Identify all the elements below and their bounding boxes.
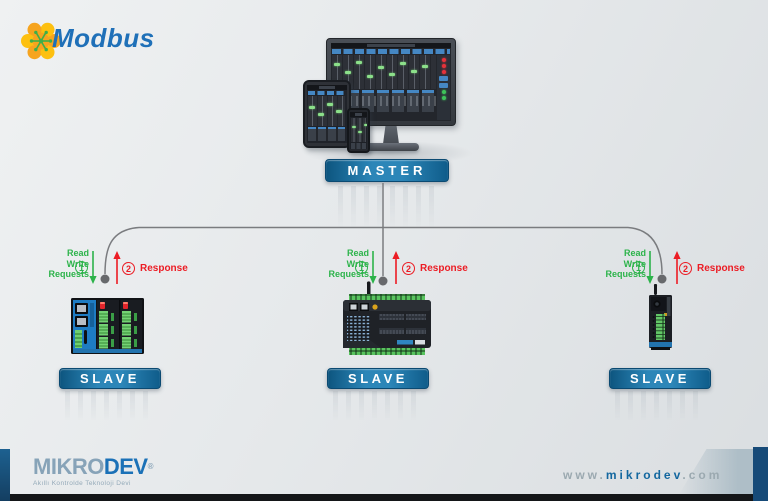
- footer-bottom-strip: [0, 494, 768, 501]
- response-step-badge: 2: [402, 262, 415, 275]
- slave-1-annotations: Read Write Requests 1 2 Response: [43, 248, 203, 290]
- fader-cap: [411, 70, 417, 73]
- mikrodev-wordmark: MIKRODEV®: [33, 454, 154, 479]
- rtu-device-illustration: [343, 281, 431, 355]
- screen-titlebar: [331, 43, 451, 48]
- fader-cap: [400, 62, 406, 65]
- fader-cap: [336, 110, 342, 113]
- website-domain: mikrodev: [605, 468, 683, 482]
- request-step-badge: 1: [355, 261, 368, 274]
- screen-tabs: [308, 91, 346, 95]
- request-step-badge: 1: [632, 261, 645, 274]
- request-step-badge: 1: [75, 261, 88, 274]
- tap-dot-1: [100, 274, 110, 284]
- red-led-icon: [441, 64, 446, 68]
- monitor-base: [363, 143, 419, 151]
- screen-channel-strips: [351, 143, 366, 149]
- screen-titlebar: [350, 112, 367, 117]
- screen-faders: [351, 118, 367, 142]
- footer-left-accent-bar: [0, 449, 10, 501]
- master-reflection: [338, 186, 436, 228]
- modbus-wordmark: Modbus: [52, 23, 155, 53]
- fader-cap: [345, 71, 351, 74]
- slave-3-label: SLAVE: [609, 368, 711, 389]
- tap-dot-3: [657, 274, 667, 284]
- tap-dot-2: [378, 276, 388, 286]
- fader-cap: [309, 106, 315, 109]
- modbus-logo: Modbus: [18, 14, 188, 66]
- fader-cap: [334, 63, 340, 66]
- mikrodev-word-part2: DEV: [103, 454, 148, 479]
- blue-button-icon: [439, 76, 448, 81]
- tablet: [303, 80, 351, 148]
- response-label: Response: [420, 263, 468, 274]
- master-label: MASTER: [325, 159, 449, 182]
- fader-cap: [318, 113, 324, 116]
- fader-cap: [389, 73, 395, 76]
- slave-label-text: SLAVE: [348, 371, 408, 386]
- slave-2-annotations: Read Write Requests 1 2 Response: [323, 248, 483, 290]
- plc-device-illustration: [71, 298, 144, 354]
- registered-mark: ®: [147, 462, 154, 471]
- modbus-flower-icon: [21, 22, 61, 60]
- website-prefix: www.: [563, 468, 606, 482]
- slave-2-label: SLAVE: [327, 368, 429, 389]
- modem-device-illustration: [649, 284, 672, 350]
- slave-1-label: SLAVE: [59, 368, 161, 389]
- slave-2-reflection: [333, 391, 423, 421]
- fader-cap: [367, 75, 373, 78]
- green-led-icon: [441, 90, 446, 94]
- request-arrows: [92, 251, 651, 277]
- screen-side-panel: [437, 55, 450, 120]
- phone-screen: [350, 112, 367, 149]
- slave-label-text: SLAVE: [80, 371, 140, 386]
- monitor-neck: [383, 126, 399, 144]
- mikrodev-word-part1: MIKRO: [33, 454, 104, 479]
- response-step-badge: 2: [122, 262, 135, 275]
- response-step-badge: 2: [679, 262, 692, 275]
- response-label: Response: [140, 263, 188, 274]
- mikrodev-logo: MIKRODEV® Akıllı Kontrolde Teknoloji Dev…: [33, 454, 154, 488]
- tablet-screen: [307, 85, 347, 143]
- fader-cap: [422, 65, 428, 68]
- blue-button-icon: [439, 83, 448, 88]
- response-label: Response: [697, 263, 745, 274]
- red-led-icon: [441, 70, 446, 74]
- screen-titlebar: [307, 85, 347, 90]
- red-led-icon: [441, 58, 446, 62]
- bus-line: [104, 226, 663, 275]
- slave-1-reflection: [65, 391, 155, 421]
- green-led-icon: [441, 96, 446, 100]
- fader-cap: [358, 131, 362, 133]
- fader-cap: [364, 124, 367, 126]
- footer-right-accent-bar: [753, 447, 768, 501]
- screen-tabs: [332, 49, 450, 54]
- slave-3-annotations: Read Write Requests 1 2 Response: [600, 248, 760, 290]
- screen-faders: [308, 96, 345, 126]
- fader-cap: [352, 126, 356, 128]
- fader-cap: [327, 103, 333, 106]
- screen-channel-strips: [308, 127, 345, 141]
- master-devices-illustration: [288, 30, 478, 160]
- phone: [347, 108, 370, 153]
- website-suffix: .com: [682, 468, 723, 482]
- screen-channel-strips: [332, 90, 436, 112]
- slave-label-text: SLAVE: [630, 371, 690, 386]
- response-arrows: [116, 258, 678, 284]
- fader-cap: [356, 61, 362, 64]
- mikrodev-tagline: Akıllı Kontrolde Teknoloji Devi: [33, 480, 131, 487]
- fader-cap: [378, 66, 384, 69]
- master-label-text: MASTER: [347, 163, 427, 178]
- slave-3-reflection: [615, 391, 705, 421]
- website-text: www.mikrodev.com: [563, 468, 722, 482]
